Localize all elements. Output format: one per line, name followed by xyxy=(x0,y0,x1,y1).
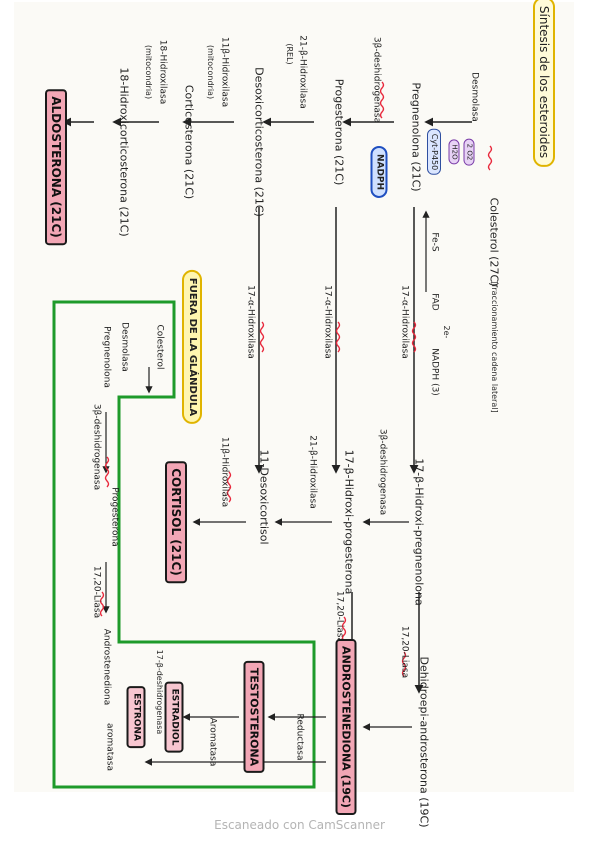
enzyme-17b-label: 17-β-deshidrogenasa xyxy=(155,649,164,735)
enzyme-18-label: 18-Hidroxilasa xyxy=(157,39,168,105)
androstenediona-2-label: Androstenediona xyxy=(101,628,112,706)
enzyme-liasa-b-label: 17,20-Liasa xyxy=(334,590,345,644)
enzyme-3b-label: 3β-deshidrogenasa xyxy=(371,36,382,124)
enzyme-21b-b-label: 21-β-Hidroxilasa xyxy=(307,435,318,509)
nadph-box: NADPH xyxy=(370,145,388,199)
colesterol-label: Colesterol (27C) xyxy=(487,197,501,287)
note-mitocondria-a: (mitocondria) xyxy=(206,44,215,100)
wavy-11b-b xyxy=(226,471,232,503)
17oh-progesterona-label: 17-β-Hidroxi-progesterona xyxy=(342,449,356,595)
androstenediona-box: ANDROSTENEDIONA (19C) xyxy=(335,639,357,815)
testosterona-box: TESTOSTERONA xyxy=(243,660,265,774)
enzyme-11b-a-label: 11β-Hidroxilasa xyxy=(219,36,230,108)
estrona-box: ESTRONA xyxy=(126,686,146,748)
wavy-liasa-a xyxy=(401,651,407,677)
enzyme-21b-label: 21-β-Hidroxilasa xyxy=(297,35,308,109)
wavy-17a-2 xyxy=(335,321,341,353)
enzyme-17a-1-label: 17-α-Hidroxilasa xyxy=(399,285,410,359)
cortisol-box: CORTISOL (21C) xyxy=(165,461,187,583)
hidroxicorticosterona-label: 18-Hidroxicorticosterona (21C) xyxy=(117,67,131,237)
pregnenolona-2-label: Pregnenolona xyxy=(101,326,112,388)
pregnenolona-label: Pregnenolona (21C) xyxy=(409,82,423,192)
progesterona-2-label: Progesterona xyxy=(109,487,120,547)
wavy-17a-3 xyxy=(259,321,265,353)
wavy-liasa-b xyxy=(341,616,347,642)
h2o-chip: H2O xyxy=(448,139,460,165)
aldosterona-box: ALDOSTERONA (21C) xyxy=(45,89,67,245)
wavy-3b xyxy=(379,81,385,119)
electrons-label: 2e- xyxy=(442,325,451,339)
enzyme-3b-2-label: 3β-deshidrogenasa xyxy=(377,428,388,516)
green-frame xyxy=(52,300,316,789)
notebook-sheet: Síntesis de los esteroides Colesterol (2… xyxy=(14,0,574,828)
page-title: Síntesis de los esteroides xyxy=(533,0,555,168)
enzyme-aromatasa-b-label: aromatasa xyxy=(104,722,115,772)
desmolasa-label: Desmolasa xyxy=(469,72,480,122)
fad-label: FAD xyxy=(429,293,440,311)
enzyme-liasa-c-label: 17,20-Liasa xyxy=(91,565,102,619)
note-rer: (REL) xyxy=(285,43,294,65)
enzyme-liasa-a-label: 17,20-Liasa xyxy=(399,625,410,679)
estradiol-box: ESTRADIOL xyxy=(164,681,184,753)
fe-s-label: Fe-S xyxy=(429,232,440,252)
desoxicorticosterona-label: Desoxicorticosterona (21C) xyxy=(252,67,266,217)
progesterona-label: Progesterona (21C) xyxy=(332,78,346,186)
scanner-watermark: Escaneado con CamScanner xyxy=(214,818,385,832)
11-desoxicortisol-label: 11-Desoxicortisol xyxy=(257,449,271,545)
corticosterona-label: Corticosterona (21C) xyxy=(182,84,196,200)
enzyme-17a-3-label: 17-α-Hidroxilasa xyxy=(245,285,256,359)
dhea-label: Dehidroepi-androsterona (19C) xyxy=(417,656,431,828)
17oh-pregnenolona-label: 17-β-Hidroxi-pregnenolona xyxy=(412,458,426,606)
colesterol-2-label: Colesterol xyxy=(154,324,165,370)
wavy-3b-c xyxy=(104,456,110,488)
nadph3-label: NADPH (3) xyxy=(429,348,440,396)
o2-chip: 2 O2 xyxy=(463,138,475,166)
fuera-glandula-cloud: FUERA DE LA GLÁNDULA xyxy=(182,269,202,425)
wavy-17a-1 xyxy=(411,321,417,353)
cyt-p450-box: Cyt-P450 xyxy=(427,128,441,176)
fraccionamiento-label: [fraccionamiento cadena lateral] xyxy=(490,281,499,413)
enzyme-11b-b-label: 11β-Hidroxilasa xyxy=(219,436,230,508)
enzyme-3b-3-label: 3β-deshidrogenasa xyxy=(91,403,102,491)
desmolasa-2-label: Desmolasa xyxy=(119,322,130,372)
enzyme-17a-2-label: 17-α-Hidroxilasa xyxy=(322,285,333,359)
wavy-liasa-c xyxy=(99,591,105,617)
wavy-desmolasa xyxy=(487,145,493,171)
note-mitocondria-b: (mitocondria) xyxy=(144,44,153,100)
enzyme-reductasa-label: Reductasa xyxy=(294,713,305,761)
enzyme-aromatasa-label: Aromatasa xyxy=(207,717,218,767)
